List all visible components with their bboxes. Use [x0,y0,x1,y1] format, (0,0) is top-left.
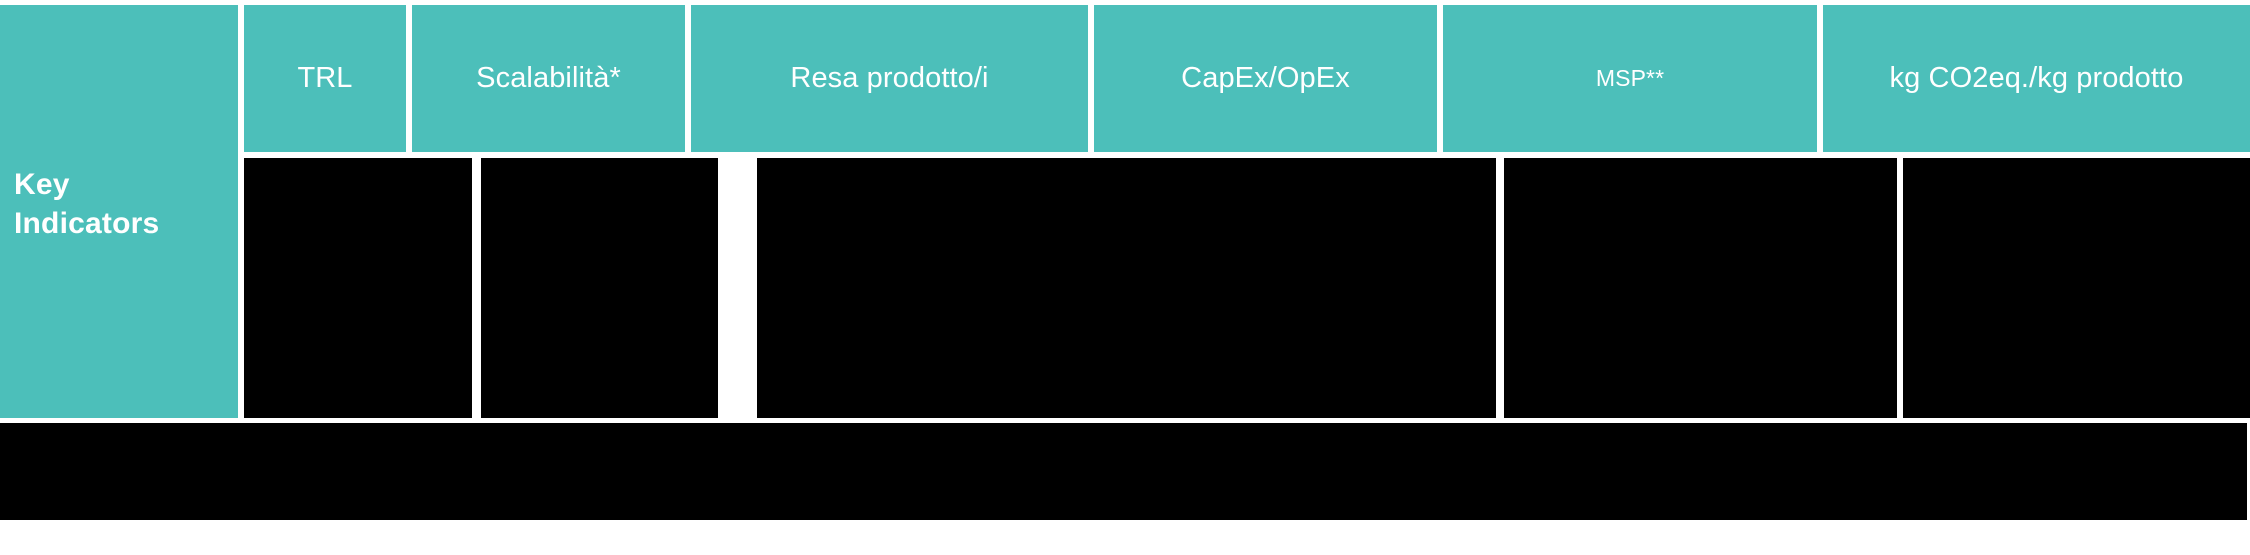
column-header-trl: TRL [244,5,406,152]
footer-band [0,423,2247,520]
data-cell-kg-co2eq [1903,158,2250,418]
column-header-kg-co2eq: kg CO2eq./kg prodotto [1823,5,2250,152]
column-header-resa-prodotto: Resa prodotto/i [691,5,1088,152]
key-indicators-label-line1: Key [14,168,70,202]
data-cell-trl [244,158,472,418]
key-indicators-label-line2: Indicators [14,206,160,240]
data-cell-scalabilita [481,158,718,418]
data-cell-resa-prodotto [757,158,1159,418]
column-header-scalabilita: Scalabilità* [412,5,685,152]
column-header-msp: MSP** [1443,5,1817,152]
data-cell-capex-opex [1159,158,1496,418]
column-header-capex-opex: CapEx/OpEx [1094,5,1437,152]
data-cell-msp [1504,158,1897,418]
